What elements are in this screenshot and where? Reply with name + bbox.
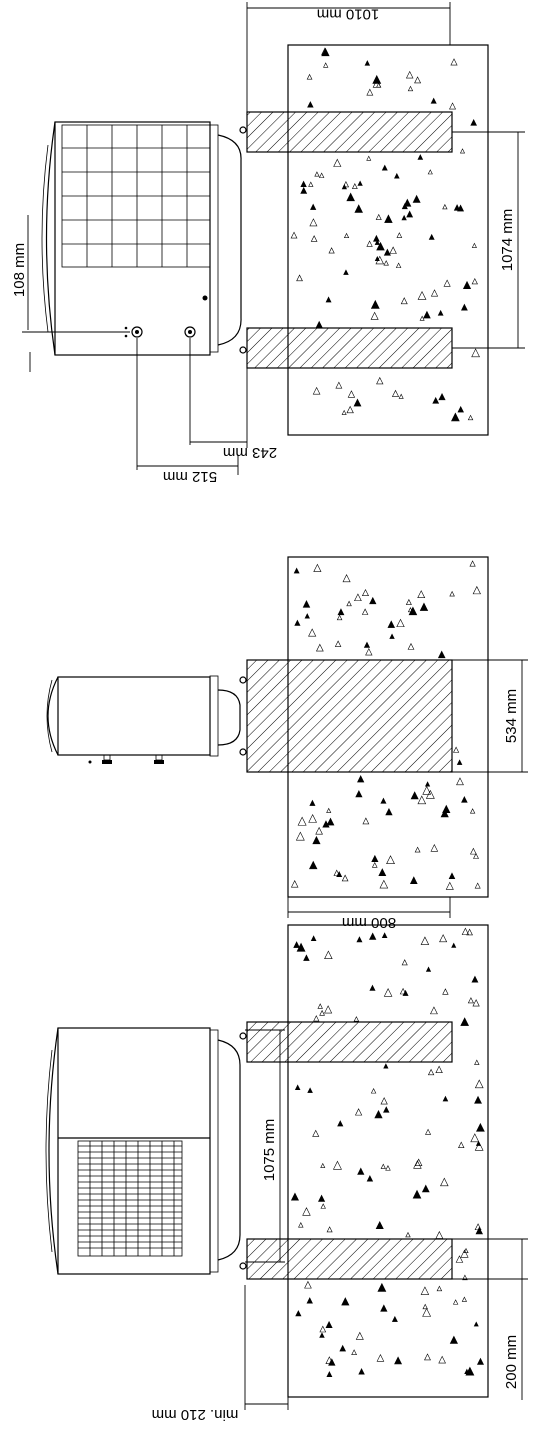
middle-beam — [246, 659, 453, 773]
span-dimension-label: 1075 mm — [261, 1119, 278, 1182]
water-inlet-icon — [184, 326, 196, 338]
top-beam-upper — [246, 111, 453, 153]
bottom-foundation — [287, 924, 489, 1398]
offset-dimension-label: 108 mm — [11, 243, 28, 297]
block-dimension-label: 534 mm — [503, 689, 520, 743]
water-outlet-icon — [131, 326, 143, 338]
middle-unit — [46, 675, 247, 764]
edge-dimension-label: 200 mm — [503, 1335, 520, 1389]
bottom-unit — [45, 1027, 247, 1275]
width-dimension-label: 1010 mm — [317, 6, 380, 23]
bottom-beam-upper — [246, 1021, 453, 1063]
top-unit — [41, 121, 247, 356]
middle-view: 534 mm 800 mm — [46, 556, 528, 931]
top-foundation-texture — [290, 47, 480, 422]
top-fan-grille — [61, 124, 211, 268]
bottom-beam-lower — [246, 1238, 453, 1280]
top-view: 1010 mm 1074 mm 108 mm 243 mm 512 mm — [11, 2, 525, 485]
outlet-dimension-label: 512 mm — [163, 468, 217, 485]
foundation-dimension-label: 800 mm — [342, 914, 396, 931]
middle-foundation-texture — [290, 560, 481, 890]
bottom-fan-grille — [77, 1140, 183, 1257]
bottom-view: 1075 mm 200 mm min. 210 mm — [45, 924, 528, 1423]
bottom-foundation-texture — [290, 927, 485, 1377]
top-foundation — [287, 44, 489, 436]
connector-icon — [102, 754, 112, 764]
inlet-dimension-label: 243 mm — [223, 444, 277, 461]
connector-icon — [154, 754, 164, 764]
depth-dimension-label: 1074 mm — [499, 209, 516, 272]
top-beam-lower — [246, 327, 453, 369]
clearance-dimension-label: min. 210 mm — [152, 1406, 239, 1423]
